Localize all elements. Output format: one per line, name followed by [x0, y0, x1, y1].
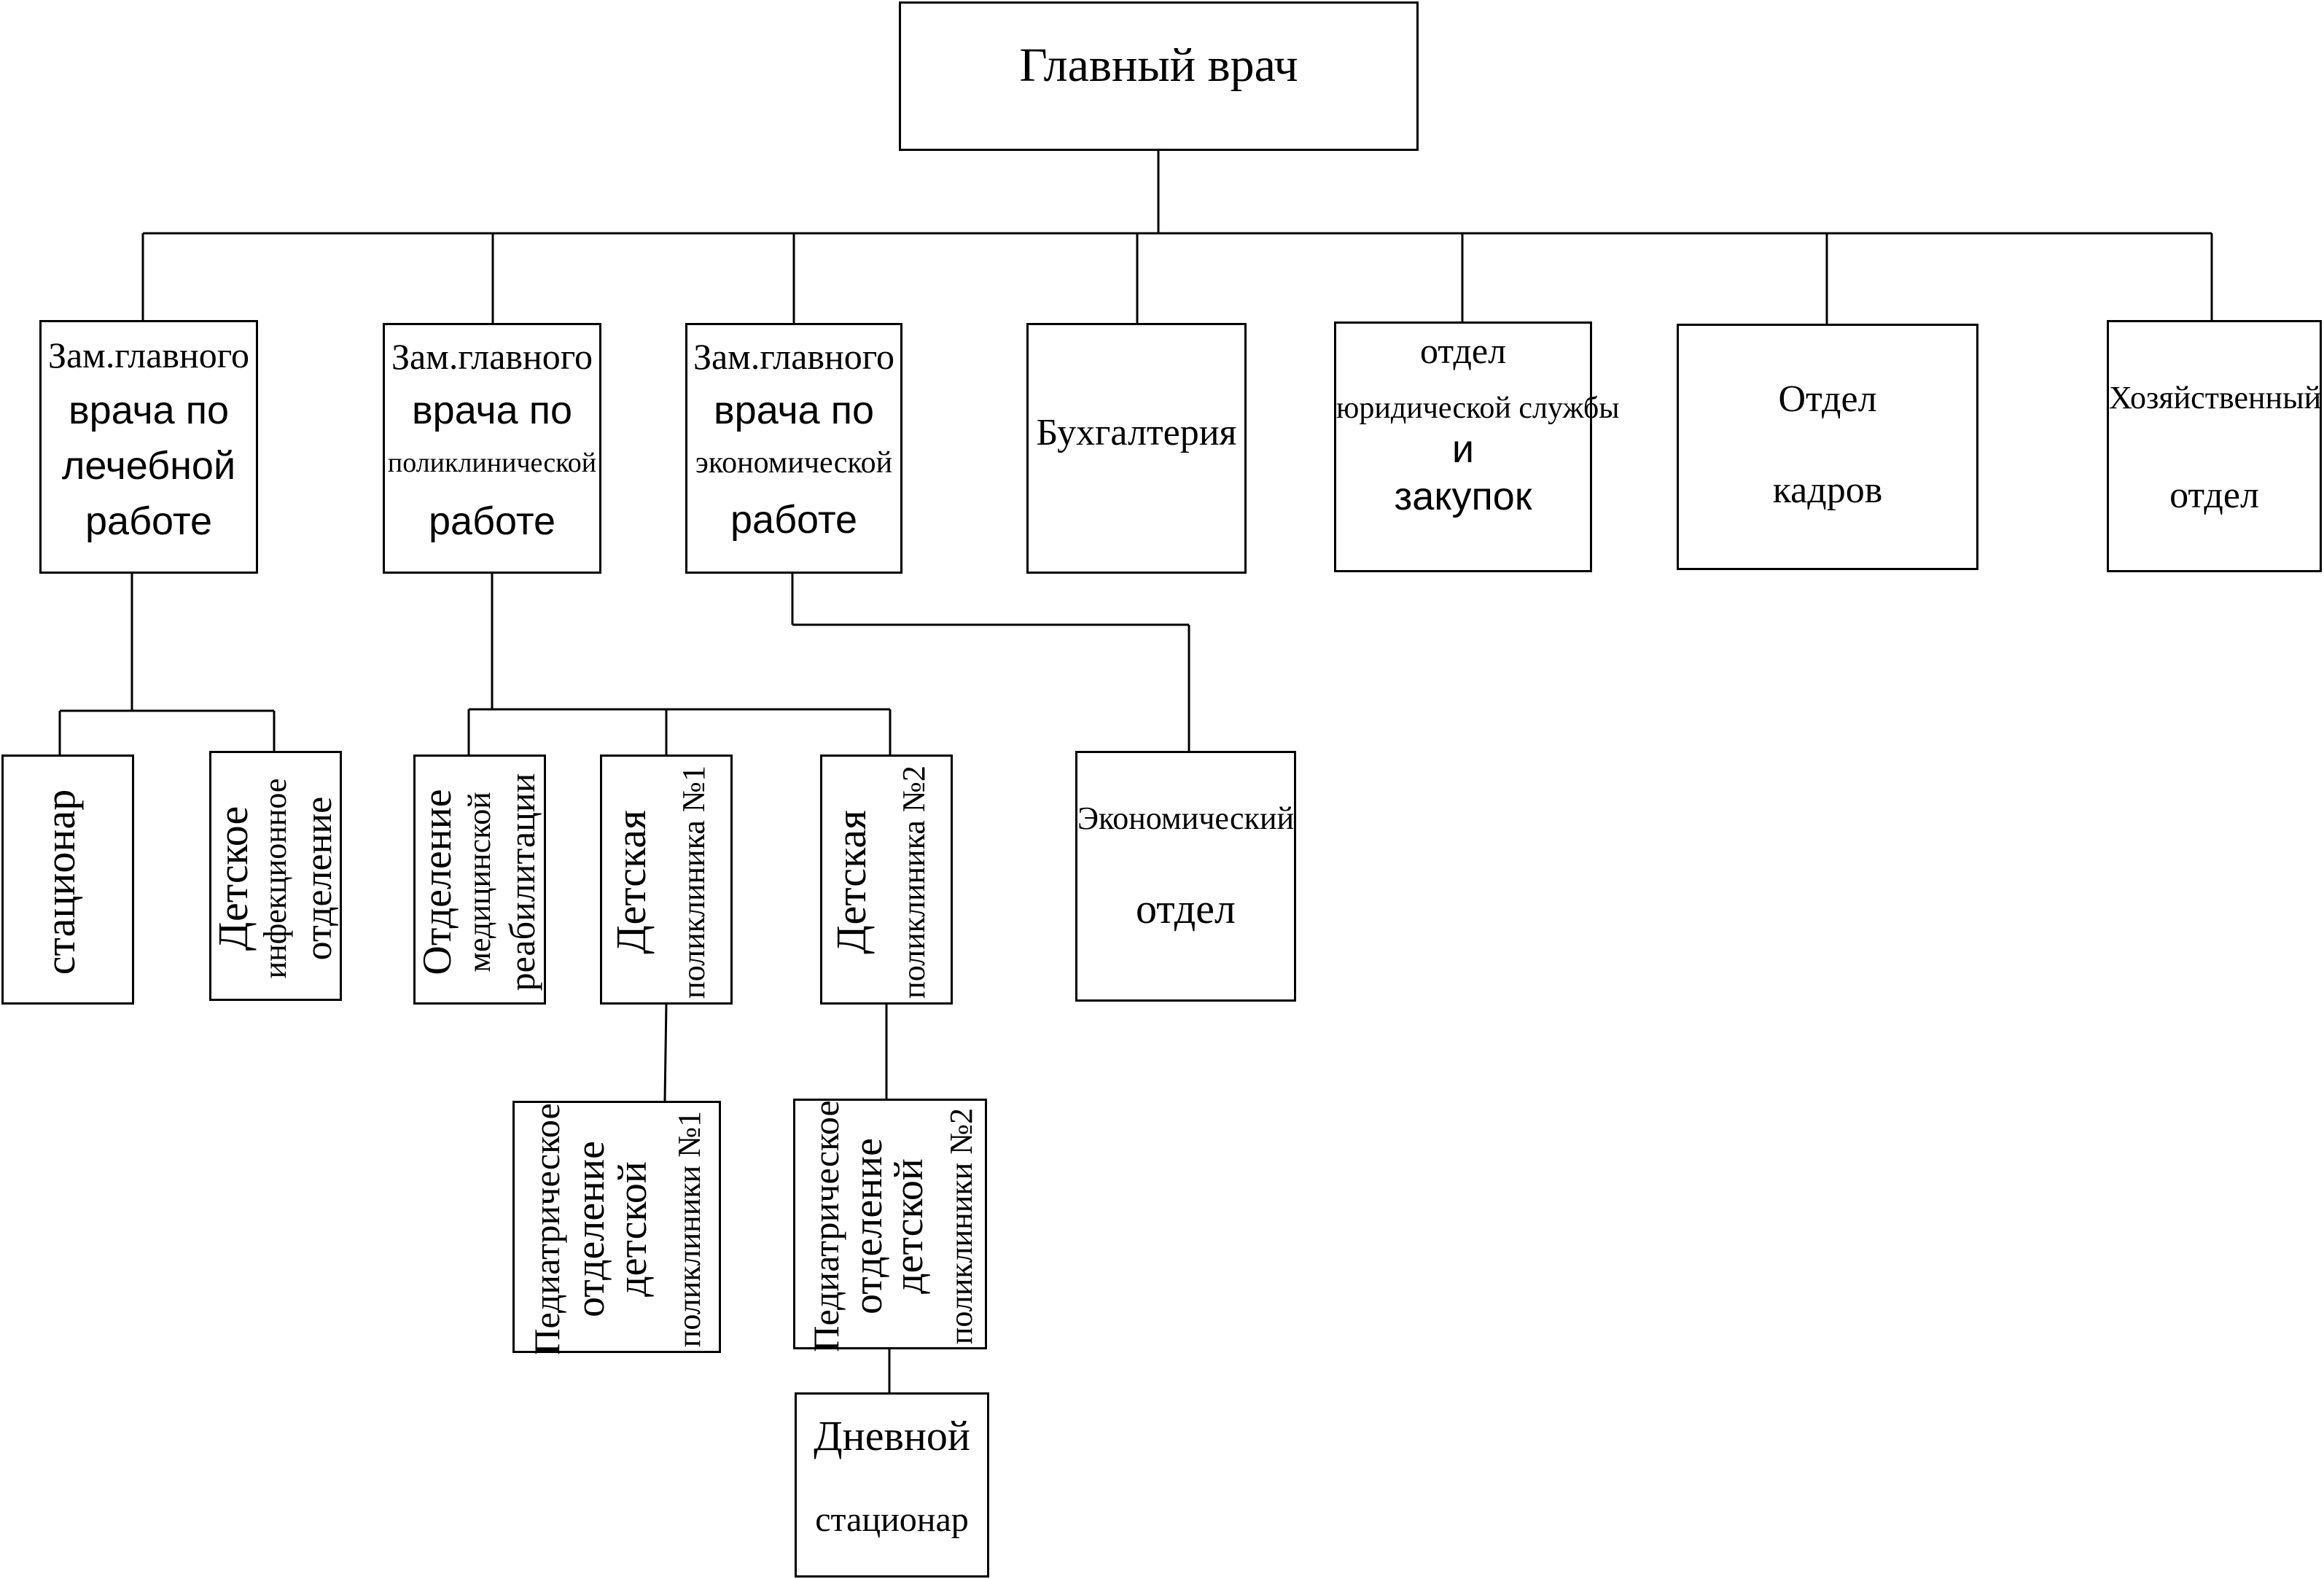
chief-label: Главный врач [1019, 39, 1298, 92]
deputy-polyclinic-line2: врача по [411, 389, 572, 432]
hr-box: Отдел кадров [1677, 324, 1978, 570]
deputy-medical-line2: врача по [68, 389, 229, 432]
deputy-polyclinic-box: Зам.главного врача по поликлинической ра… [383, 323, 601, 574]
pediatric2-line1: Педиатрическое [806, 1100, 846, 1352]
household-line1: Хозяйственный [2109, 380, 2322, 416]
pediatric1-box: Педиатрическое отделение детской поликли… [512, 1101, 721, 1355]
pediatric2-line2: отделение [846, 1138, 891, 1314]
infectious-line3: отделение [298, 796, 340, 961]
household-line2: отдел [2169, 475, 2259, 516]
clinic2-line1: Детская [827, 810, 875, 954]
hr-line2: кадров [1772, 469, 1883, 511]
day-hospital-line1: Дневной [814, 1412, 970, 1459]
economic-dept-box: Экономический отдел [1075, 751, 1296, 1002]
pediatric1-line1: Педиатрическое [526, 1103, 567, 1355]
deputy-economic-line3: экономической [695, 446, 893, 480]
clinic1-box: Детская поликлиника №1 [600, 755, 733, 1005]
deputy-polyclinic-line1: Зам.главного [391, 336, 593, 377]
deputy-economic-line2: врача по [713, 389, 874, 432]
clinic2-line2: поликлиника №2 [896, 765, 932, 999]
household-box: Хозяйственный отдел [2107, 320, 2322, 572]
day-hospital-box: Дневной стационар [795, 1392, 989, 1578]
day-hospital-line2: стационар [815, 1500, 969, 1539]
deputy-polyclinic-line4: работе [429, 499, 555, 543]
deputy-polyclinic-line3: поликлинической [387, 448, 597, 478]
rehab-box: Отделение медицинской реабилитации [413, 755, 546, 1005]
infectious-line2: инфекционное [257, 778, 293, 979]
deputy-economic-line4: работе [730, 498, 857, 542]
deputy-economic-line1: Зам.главного [693, 336, 895, 377]
legal-line1: отдел [1419, 330, 1507, 371]
pediatric2-line4: поликлиники №2 [943, 1107, 979, 1345]
clinic1-line2: поликлиника №1 [676, 765, 711, 999]
deputy-medical-box: Зам.главного врача по лечебной работе [39, 320, 258, 574]
inpatient-box: стационар [1, 755, 134, 1005]
pediatric1-line3: детской [610, 1161, 655, 1297]
economic-line1: Экономический [1077, 800, 1295, 836]
rehab-line1: Отделение [415, 789, 460, 975]
accounting-label: Бухгалтерия [1036, 412, 1237, 453]
inpatient-label: стационар [36, 789, 84, 975]
legal-procurement-box: отдел юридической службы и закупок [1334, 321, 1620, 572]
pediatric1-line4: поликлиники №1 [671, 1110, 707, 1348]
chief-box: Главный врач [899, 1, 1419, 151]
legal-line4: закупок [1394, 475, 1532, 518]
infectious-line1: Детское [209, 806, 257, 951]
deputy-medical-line4: работе [85, 499, 212, 543]
deputy-economic-box: Зам.главного врача по экономической рабо… [685, 323, 902, 574]
economic-line2: отдел [1135, 885, 1236, 932]
legal-line2: юридической службы [1336, 391, 1620, 425]
legal-line3: и [1451, 427, 1475, 471]
hr-line1: Отдел [1778, 378, 1877, 420]
rehab-line2: медицинской [461, 792, 497, 972]
accounting-box: Бухгалтерия [1026, 323, 1247, 574]
rehab-line3: реабилитации [502, 773, 542, 991]
clinic1-line1: Детская [607, 810, 655, 954]
clinic2-box: Детская поликлиника №2 [820, 755, 953, 1005]
deputy-medical-line1: Зам.главного [47, 335, 250, 375]
pediatric2-line3: детской [886, 1158, 932, 1294]
pediatric2-box: Педиатрическое отделение детской поликли… [793, 1099, 987, 1352]
deputy-medical-line3: лечебной [61, 444, 236, 488]
pediatric1-line2: отделение [568, 1141, 613, 1317]
infectious-box: Детское инфекционное отделение [209, 751, 342, 1001]
